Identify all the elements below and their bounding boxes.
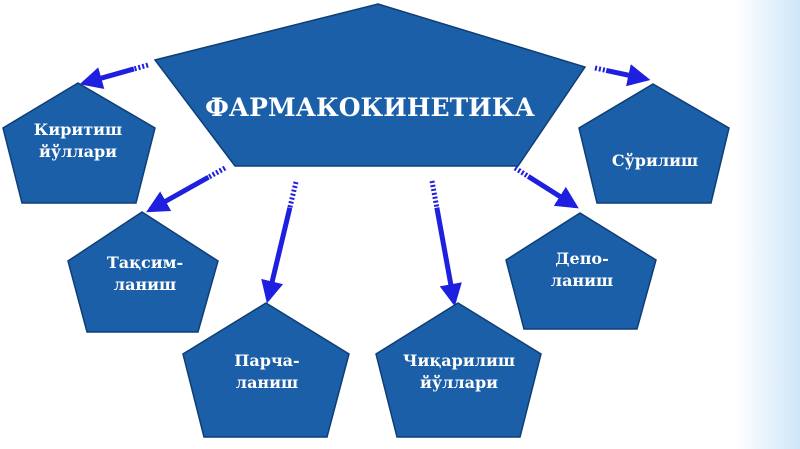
- center-pentagon: [153, 3, 587, 167]
- node-depolanish-pentagon: [505, 212, 657, 330]
- center-label: ФАРМАКОКИНЕТИКА: [205, 93, 535, 122]
- node-taqsimlanish: Тақсим-ланиш: [67, 211, 219, 333]
- node-taqsimlanish-label: Тақсим-ланиш: [107, 253, 183, 294]
- node-surilish: Сўрилиш: [578, 83, 730, 204]
- node-depolanish: Депо-ланиш: [505, 212, 657, 330]
- arrow-to-surilish: [594, 64, 651, 87]
- center-node: ФАРМАКОКИНЕТИКА: [153, 3, 587, 167]
- node-parchalanish-label: Парча-ланиш: [234, 351, 299, 392]
- node-kiritish-pentagon: [2, 82, 156, 204]
- node-chiqarilish-pentagon: [375, 302, 542, 438]
- right-background-band: [735, 0, 800, 449]
- node-parchalanish: Парча-ланиш: [182, 302, 350, 438]
- arrow-to-chiqarilish: [429, 180, 462, 307]
- arrow-to-parchalanish: [261, 181, 299, 304]
- arrow-to-kiritish: [79, 62, 149, 89]
- node-surilish-pentagon: [578, 83, 730, 204]
- node-parchalanish-pentagon: [182, 302, 350, 438]
- arrows-layer: [79, 62, 651, 307]
- node-depolanish-label: Депо-ланиш: [551, 249, 613, 290]
- arrow-to-taqsimlanish: [146, 165, 227, 213]
- node-taqsimlanish-pentagon: [67, 211, 219, 333]
- arrow-to-depolanish: [513, 165, 579, 209]
- node-surilish-label: Сўрилиш: [612, 151, 698, 170]
